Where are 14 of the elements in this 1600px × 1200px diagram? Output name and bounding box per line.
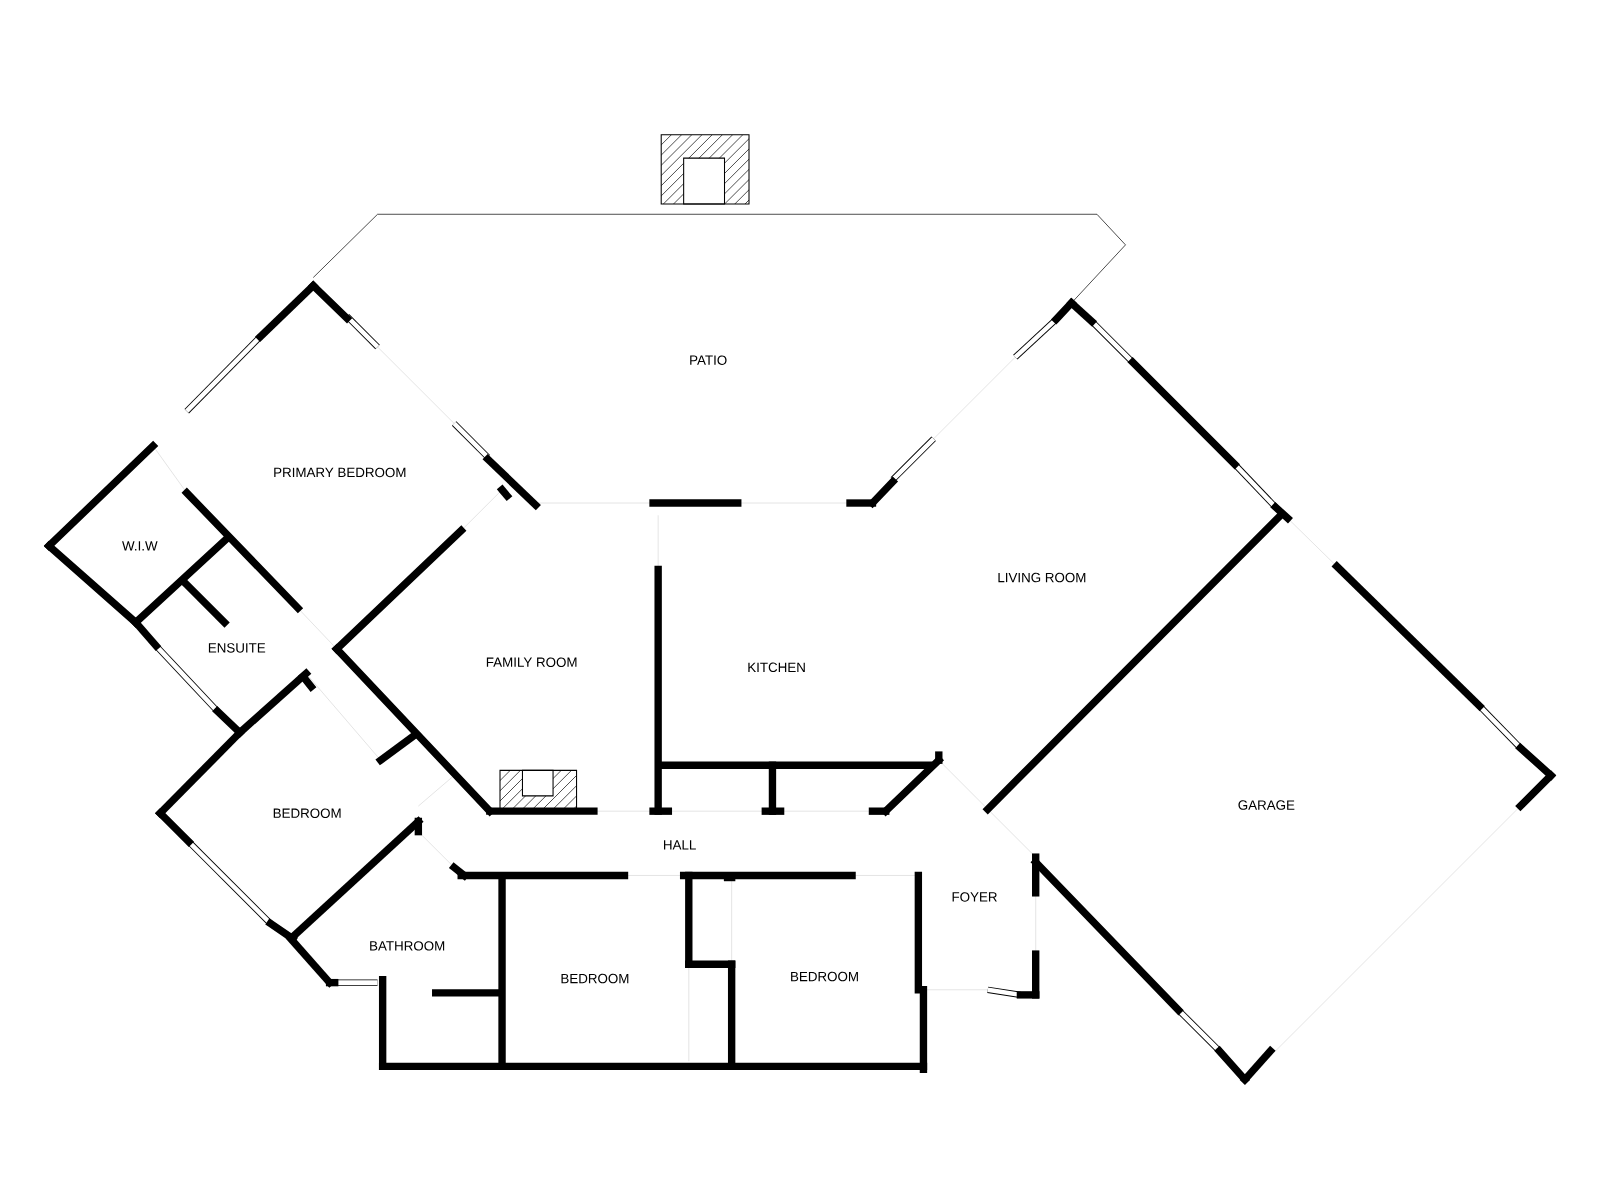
room-label: PATIO <box>690 355 727 365</box>
room-label: FOYER <box>952 892 997 902</box>
room-label: LIVING ROOM <box>998 572 1086 583</box>
room-label: FAMILY ROOM <box>486 657 577 667</box>
room-label: BATHROOM <box>370 941 445 951</box>
room-label: BEDROOM <box>273 808 341 818</box>
room-label: W.I.W <box>122 541 158 551</box>
room-label: HALL <box>664 840 696 850</box>
room-label: BEDROOM <box>791 971 858 982</box>
room-label: ENSUITE <box>208 643 266 653</box>
room-label: BEDROOM <box>561 973 629 984</box>
room-label: GARAGE <box>1238 800 1295 810</box>
room-label: KITCHEN <box>748 662 805 673</box>
room-label: PRIMARY BEDROOM <box>274 467 406 478</box>
